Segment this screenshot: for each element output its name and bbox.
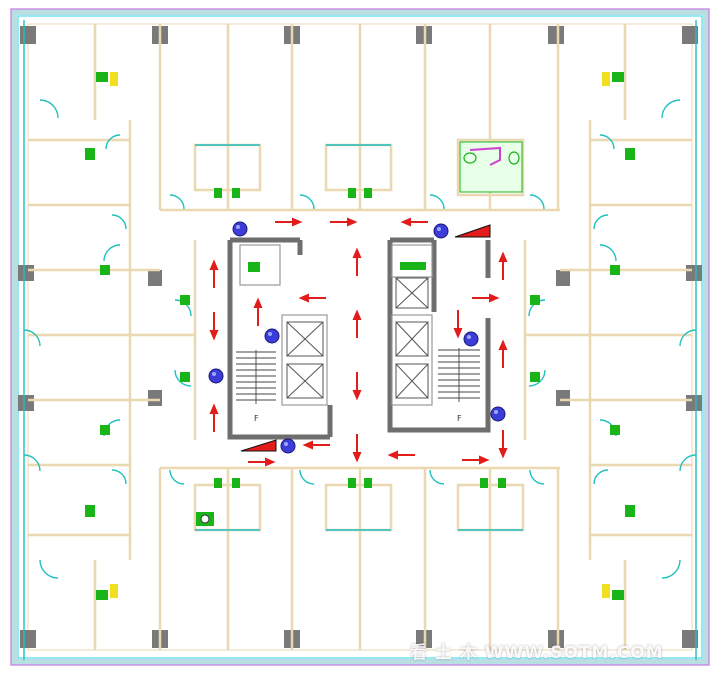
arrow-top-left xyxy=(275,217,303,227)
elevators xyxy=(286,277,429,399)
arrow-top-mid xyxy=(330,217,358,227)
arrow-core-inner-right xyxy=(453,310,463,339)
arrow-right-1 xyxy=(498,251,508,280)
room-partitions xyxy=(28,24,692,650)
arrow-core-left xyxy=(298,293,326,303)
arrow-core-inner-left xyxy=(253,297,263,326)
hydrant-highlights xyxy=(212,225,498,446)
extinguisher-markers xyxy=(240,224,491,452)
arrow-left-2 xyxy=(209,312,219,341)
stair-mark-right: F xyxy=(457,414,462,423)
watermark: 看 土 木 WWW.SOTM.COM xyxy=(410,643,664,663)
bathroom-fixtures xyxy=(85,72,635,600)
arrow-mid-1 xyxy=(352,247,362,276)
stair-mark-left: F xyxy=(254,414,259,423)
arrow-left-1 xyxy=(209,259,219,288)
stairs xyxy=(236,348,480,404)
core-interior-lines xyxy=(239,244,433,406)
perimeter-columns xyxy=(18,26,702,648)
arrow-bottom-far xyxy=(302,440,330,450)
evacuation-arrows xyxy=(209,217,508,467)
arrow-bottom-left xyxy=(248,457,276,467)
core-fixtures xyxy=(248,262,426,272)
arrow-right-3 xyxy=(498,430,508,459)
stair-labels: F F xyxy=(254,414,462,423)
arrow-mid-2 xyxy=(352,309,362,338)
arrow-bottom-right xyxy=(462,455,490,465)
arrow-mid-4 xyxy=(352,434,362,463)
building-core xyxy=(227,237,491,440)
accessible-toilet xyxy=(459,141,523,193)
arrow-bottom-mid xyxy=(387,450,415,460)
arrow-core-right xyxy=(472,293,500,303)
arrow-right-2 xyxy=(498,339,508,368)
arrow-mid-3 xyxy=(352,372,362,401)
arrow-left-3 xyxy=(209,403,219,432)
hydrant-markers xyxy=(208,221,506,454)
arrow-top-right xyxy=(400,217,428,227)
